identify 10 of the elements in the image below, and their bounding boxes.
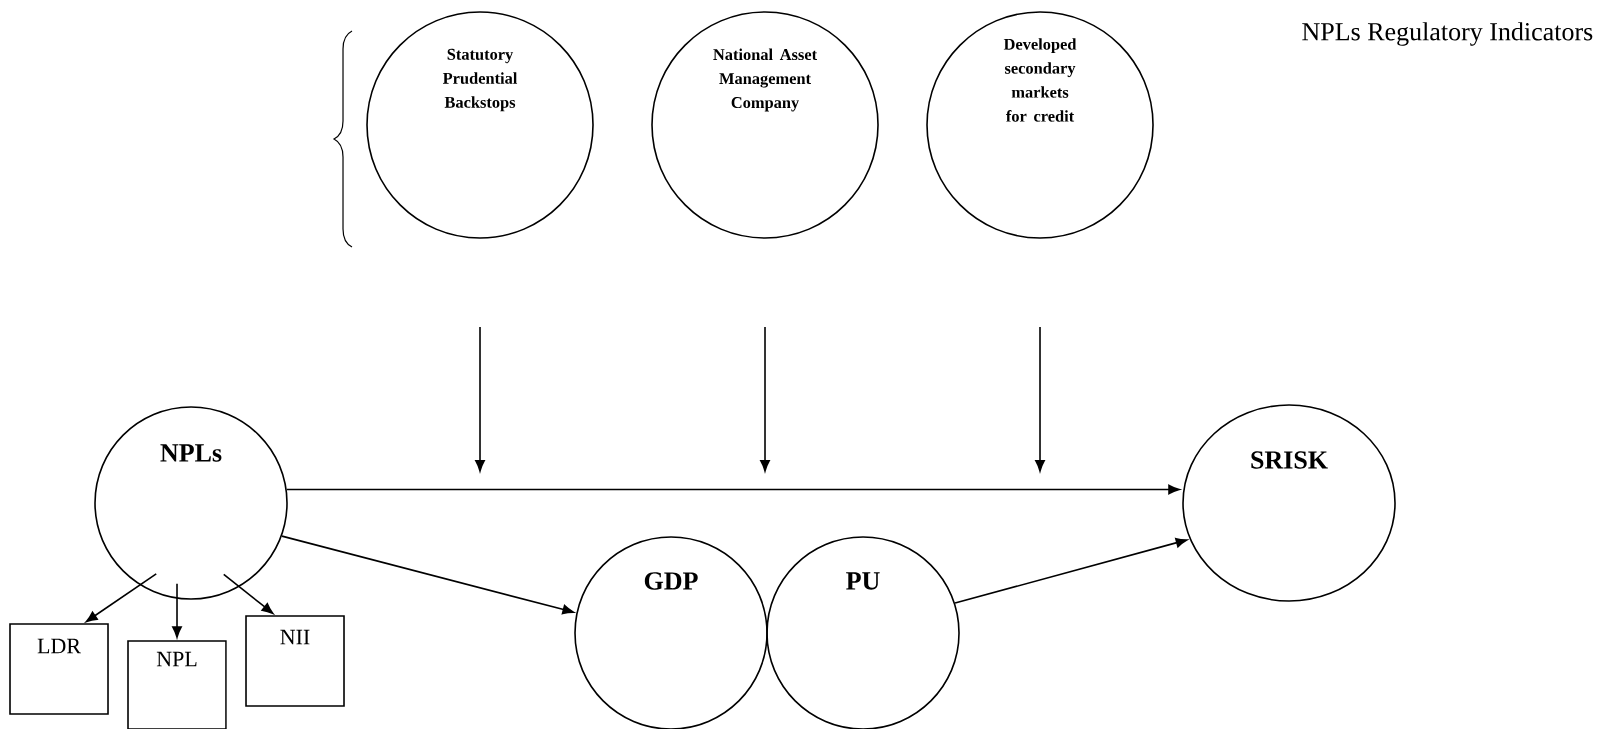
indicator-box: LDR bbox=[9, 623, 109, 715]
arrow bbox=[222, 573, 274, 615]
indicator-box: NII bbox=[245, 615, 345, 707]
title: NPLs Regulatory Indicators bbox=[1302, 22, 1593, 46]
arrow bbox=[172, 583, 182, 638]
indicator-box: NPL bbox=[127, 640, 227, 729]
arrow bbox=[286, 484, 1180, 495]
arrow bbox=[85, 573, 158, 623]
arrow bbox=[281, 535, 575, 615]
arrow bbox=[954, 537, 1188, 604]
